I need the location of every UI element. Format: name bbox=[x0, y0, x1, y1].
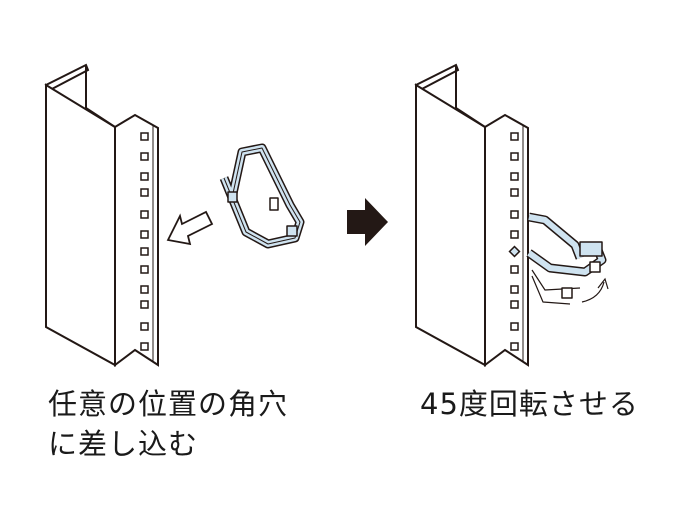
rack-post-right bbox=[415, 64, 529, 366]
next-step-arrow-icon bbox=[347, 198, 388, 246]
cable-clip-left bbox=[219, 143, 305, 249]
step1-caption: 任意の位置の角穴 に差し込む bbox=[48, 384, 288, 464]
step1-caption-line1: 任意の位置の角穴 bbox=[48, 387, 289, 421]
step2-caption: 45度回転させる bbox=[420, 387, 639, 421]
cable-clip-right bbox=[526, 212, 607, 305]
rotate-arrow-icon bbox=[581, 277, 609, 303]
insert-arrow-icon bbox=[166, 210, 214, 246]
rack-post-left bbox=[45, 64, 159, 366]
step1-caption-line2: に差し込む bbox=[48, 427, 199, 461]
